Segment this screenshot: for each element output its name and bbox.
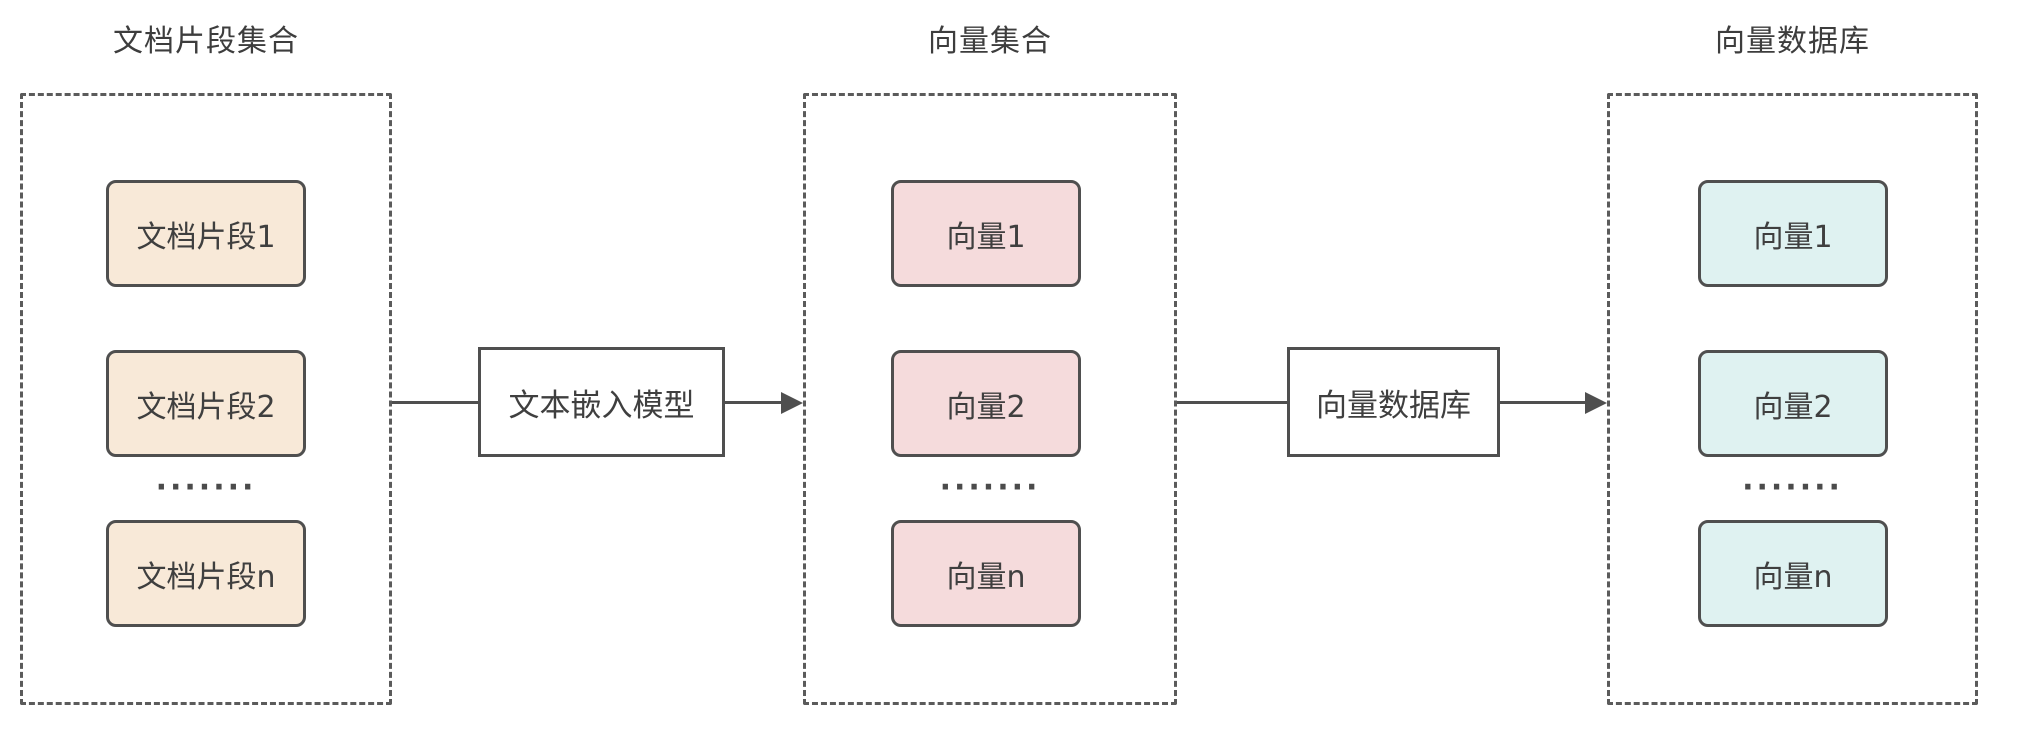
connector-line <box>1500 401 1585 404</box>
connector-label-embedding-model: 文本嵌入模型 <box>478 347 725 457</box>
node-box-db-vector-2: 向量2 <box>1698 350 1888 457</box>
dashed-container-doc-fragments: 文档片段1 文档片段2 ······· 文档片段n <box>20 93 392 705</box>
node-box-db-vector-n: 向量n <box>1698 520 1888 627</box>
ellipsis-dots: ······· <box>1742 470 1843 505</box>
group-title-vector-collection: 向量集合 <box>928 24 1052 59</box>
dashed-container-vector-collection: 向量1 向量2 ······· 向量n <box>803 93 1177 705</box>
group-title-vector-database: 向量数据库 <box>1715 24 1870 59</box>
dashed-container-vector-database: 向量1 向量2 ······· 向量n <box>1607 93 1978 705</box>
connector-line <box>725 401 781 404</box>
connector-line <box>392 401 478 404</box>
node-box-doc-fragment-n: 文档片段n <box>106 520 306 627</box>
node-box-doc-fragment-2: 文档片段2 <box>106 350 306 457</box>
arrowhead <box>781 391 803 414</box>
group-title-doc-fragments: 文档片段集合 <box>113 24 299 59</box>
connector-line <box>1177 401 1287 404</box>
arrowhead <box>1585 391 1607 414</box>
node-box-doc-fragment-1: 文档片段1 <box>106 180 306 287</box>
ellipsis-dots: ······· <box>939 470 1041 505</box>
connector-label-vector-db: 向量数据库 <box>1287 347 1500 457</box>
node-box-vector-n: 向量n <box>891 520 1081 627</box>
ellipsis-dots: ······· <box>155 470 257 505</box>
node-box-vector-1: 向量1 <box>891 180 1081 287</box>
node-box-db-vector-1: 向量1 <box>1698 180 1888 287</box>
node-box-vector-2: 向量2 <box>891 350 1081 457</box>
